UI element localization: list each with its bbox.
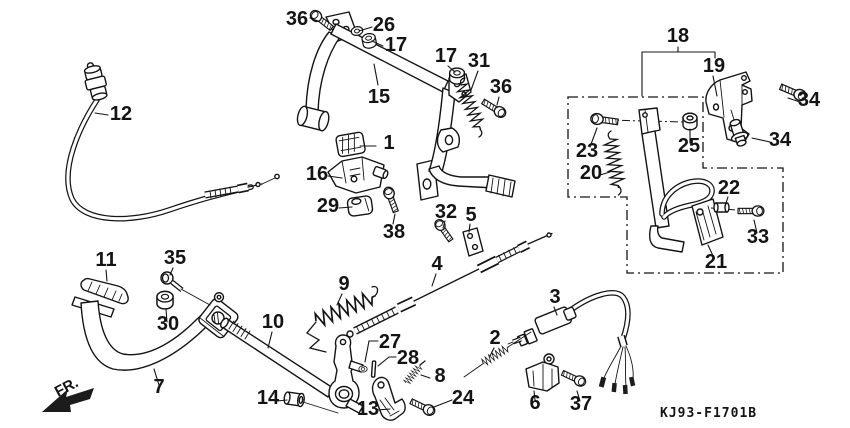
callout-15: 15 (368, 86, 390, 108)
callout-7: 7 (153, 376, 164, 398)
fr-direction-marker: FR. (42, 374, 94, 412)
washer-27 (358, 365, 368, 373)
bolt-23 (589, 112, 620, 128)
pedal-pad-11 (80, 277, 129, 305)
callout-4: 4 (431, 253, 443, 275)
switch-3 (507, 290, 636, 395)
callout-26: 26 (373, 14, 395, 36)
bolt-35 (160, 271, 211, 306)
side-stand-foot (649, 225, 685, 253)
callout-18: 18 (667, 25, 689, 47)
callout-24: 24 (452, 387, 475, 409)
nut-30 (156, 290, 174, 310)
callout-13: 13 (357, 398, 379, 420)
bolt-37 (559, 367, 588, 389)
callout-8: 8 (434, 365, 445, 387)
bushing-14 (283, 391, 339, 414)
stopper-rubber-1 (335, 131, 366, 158)
callout-16: 16 (306, 163, 328, 185)
bracket-6 (525, 353, 560, 392)
callout-35: 35 (164, 247, 186, 269)
callout-17b: 17 (435, 45, 457, 67)
callout-11: 11 (95, 249, 116, 271)
side-stand-assembly (589, 107, 765, 253)
callout-5: 5 (465, 204, 476, 226)
callout-33: 33 (747, 226, 769, 248)
diagram-code: KJ93-F1701B (660, 406, 757, 421)
callout-32: 32 (435, 201, 457, 223)
center-stand-15 (296, 11, 516, 201)
callout-14: 14 (257, 387, 280, 409)
rod-cable-4 (346, 232, 553, 338)
callout-20: 20 (580, 162, 602, 184)
callout-22: 22 (718, 177, 740, 199)
cable-12-end-fitting (204, 173, 280, 199)
callout-labels: 36 26 17 15 17 31 36 18 19 34 34 23 20 2… (95, 8, 821, 420)
side-stand-clevis (638, 107, 661, 135)
rod-10 (220, 317, 334, 398)
stand-pedal-pad (485, 174, 516, 198)
bolt-33 (737, 205, 765, 217)
stirrup-loop-21 (659, 178, 724, 246)
pin-28 (370, 360, 377, 378)
callout-38: 38 (383, 221, 405, 243)
callout-9: 9 (338, 273, 349, 295)
callout-18-bracket (641, 46, 716, 97)
bolt-36-side (479, 96, 509, 121)
callout-21: 21 (705, 251, 727, 273)
callout-34: 34 (798, 89, 821, 111)
nut-17-side (448, 67, 466, 85)
callout-3: 3 (549, 286, 560, 308)
spring-2 (463, 331, 532, 378)
callout-30: 30 (157, 313, 179, 335)
callout-12: 12 (110, 103, 132, 125)
lever-arm (328, 334, 364, 414)
callout-17: 17 (385, 34, 407, 56)
bolt-24 (408, 395, 438, 418)
spring-8 (402, 360, 426, 386)
spring-31 (454, 77, 487, 138)
callout-25: 25 (678, 135, 700, 157)
bolt-38 (381, 185, 402, 215)
callout-23: 23 (576, 140, 598, 162)
callout-34b: 34 (769, 129, 792, 151)
assembly-box-outline (567, 96, 784, 274)
spring-20 (602, 130, 626, 196)
callout-29: 29 (317, 195, 339, 217)
fr-arrow-icon (42, 388, 94, 412)
callout-28: 28 (397, 347, 419, 369)
stand-foot-roller (296, 105, 330, 132)
callout-36: 36 (286, 8, 308, 30)
stand-left-leg (305, 31, 341, 113)
spring-9 (306, 285, 379, 353)
callout-2: 2 (489, 327, 500, 349)
cable-12-top-fitting (83, 62, 108, 101)
callout-31: 31 (468, 50, 490, 72)
plate-5 (462, 227, 484, 257)
callout-37: 37 (570, 393, 592, 415)
cable-12 (65, 62, 280, 222)
callout-6: 6 (529, 392, 540, 414)
callout-10: 10 (262, 311, 284, 333)
stand-pedal-arm (428, 165, 496, 189)
rubber-29 (346, 195, 374, 217)
bracket-16 (327, 156, 389, 194)
bolt-34-lower (729, 118, 749, 147)
callout-19: 19 (703, 55, 725, 77)
collar-22 (713, 202, 730, 213)
callout-1: 1 (383, 132, 394, 154)
capnut-25 (682, 112, 698, 131)
leader-lines (94, 17, 801, 411)
callout-27: 27 (379, 331, 401, 353)
callout-36b: 36 (490, 76, 512, 98)
